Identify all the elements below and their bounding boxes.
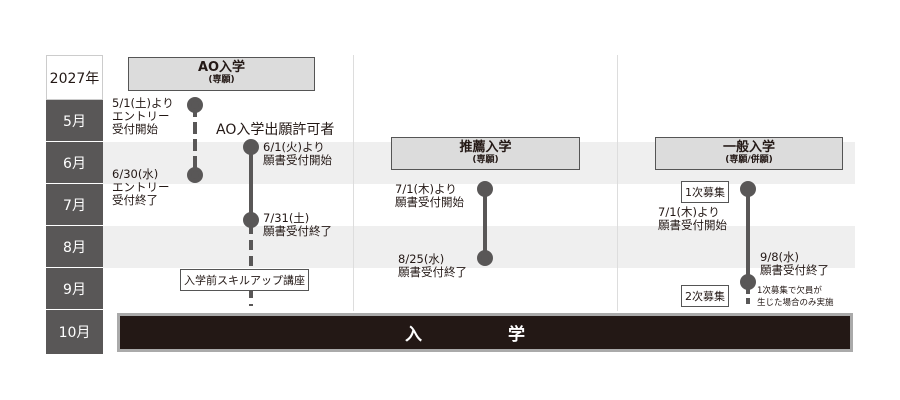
- text-line: 願書受付開始: [658, 218, 727, 232]
- month-august: 8月: [46, 226, 103, 267]
- suisen-app-start: 7/1(木)より願書受付開始: [395, 183, 464, 209]
- text-line: 7/31(土): [263, 211, 310, 225]
- suisen-title: 推薦入学: [459, 140, 512, 155]
- text-line: 願書受付開始: [263, 153, 332, 167]
- month-june: 6月: [46, 142, 103, 183]
- text-line: エントリー: [112, 109, 170, 123]
- column-divider: [353, 55, 354, 311]
- dot: [477, 181, 493, 197]
- text-line: 生じた場合のみ実施: [757, 298, 834, 308]
- month-may: 5月: [46, 100, 103, 141]
- text-line: 9/8(水): [760, 250, 799, 264]
- text-line: 受付開始: [112, 122, 158, 136]
- month-september: 9月: [46, 268, 103, 309]
- ippan-round2-note: 1次募集で欠員が生じた場合のみ実施: [757, 285, 834, 309]
- month-july: 7月: [46, 184, 103, 225]
- ippan-sub: (専願/併願): [725, 155, 773, 165]
- text-line: 6/1(火)より: [263, 140, 325, 154]
- text-line: エントリー: [112, 180, 170, 194]
- ao-app-end: 7/31(土)願書受付終了: [263, 212, 332, 238]
- text-line: 7/1(木)より: [395, 182, 457, 196]
- suisen-header: 推薦入学 (専願): [391, 137, 580, 170]
- month-october: 10月: [46, 310, 103, 354]
- ao-course-tag: 入学前スキルアップ講座: [180, 269, 309, 291]
- ippan-round2-tag: 2次募集: [681, 285, 729, 307]
- ao-header: AO入学 (専願): [128, 57, 315, 91]
- suisen-sub: (専願): [472, 155, 499, 165]
- dot: [477, 250, 493, 266]
- text-line: 1次募集で欠員が: [757, 286, 822, 296]
- enrollment-bar: 入 学: [117, 313, 853, 352]
- dot: [243, 212, 259, 228]
- ao-sub: (専願): [208, 75, 235, 85]
- ippan-app-end: 9/8(水)願書受付終了: [760, 251, 829, 277]
- ippan-app-start: 7/1(木)より願書受付開始: [658, 206, 727, 232]
- text-line: 願書受付終了: [398, 265, 467, 279]
- dot: [740, 274, 756, 290]
- text-line: 受付終了: [112, 193, 158, 207]
- ao-approved-label: AO入学出願許可者: [216, 122, 335, 138]
- dot: [187, 167, 203, 183]
- ao-entry-end: 6/30(水)エントリー受付終了: [112, 168, 170, 207]
- dot: [243, 139, 259, 155]
- year-label: 2027年: [46, 55, 103, 100]
- text-line: 6/30(水): [112, 167, 159, 181]
- text-line: 願書受付開始: [395, 195, 464, 209]
- text-line: 7/1(木)より: [658, 205, 720, 219]
- suisen-app-end: 8/25(水)願書受付終了: [398, 253, 467, 279]
- dot: [740, 181, 756, 197]
- ippan-header: 一般入学 (専願/併願): [655, 137, 843, 170]
- text-line: 5/1(土)より: [112, 96, 174, 110]
- text-line: 8/25(水): [398, 252, 445, 266]
- column-divider: [617, 55, 618, 311]
- ao-app-start: 6/1(火)より願書受付開始: [263, 141, 332, 167]
- ippan-round1-tag: 1次募集: [681, 181, 729, 203]
- ao-entry-start: 5/1(土)よりエントリー受付開始: [112, 97, 174, 136]
- dot: [187, 97, 203, 113]
- text-line: 願書受付終了: [760, 263, 829, 277]
- ao-title: AO入学: [197, 60, 246, 75]
- ippan-title: 一般入学: [722, 140, 775, 155]
- text-line: 願書受付終了: [263, 224, 332, 238]
